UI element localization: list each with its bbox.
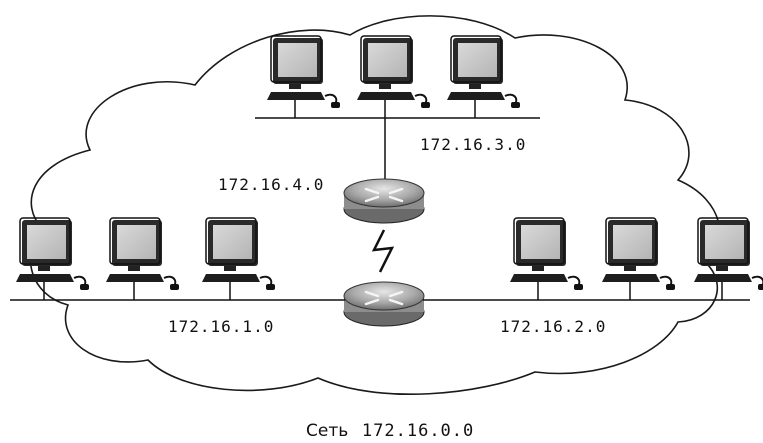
workstation-icon bbox=[266, 35, 341, 119]
network-label-172-16-2-0: 172.16.2.0 bbox=[500, 317, 606, 336]
router-icon bbox=[342, 177, 426, 225]
router-icon bbox=[342, 280, 426, 328]
diagram-caption: Сеть 172.16.0.0 bbox=[306, 421, 474, 441]
caption-address: 172.16.0.0 bbox=[362, 421, 474, 441]
workstation-icon bbox=[201, 217, 276, 301]
workstation-icon bbox=[693, 217, 763, 301]
network-label-172-16-1-0: 172.16.1.0 bbox=[168, 317, 274, 336]
workstation-icon bbox=[15, 217, 90, 301]
network-label-172-16-3-0: 172.16.3.0 bbox=[420, 135, 526, 154]
cloud-outline bbox=[29, 15, 721, 396]
serial-link-icon bbox=[371, 229, 395, 273]
caption-prefix: Сеть bbox=[306, 421, 348, 441]
workstation-icon bbox=[446, 35, 521, 119]
workstation-icon bbox=[509, 217, 584, 301]
workstation-icon bbox=[105, 217, 180, 301]
workstation-icon bbox=[601, 217, 676, 301]
workstation-icon bbox=[356, 35, 431, 119]
network-label-172-16-4-0: 172.16.4.0 bbox=[218, 175, 324, 194]
